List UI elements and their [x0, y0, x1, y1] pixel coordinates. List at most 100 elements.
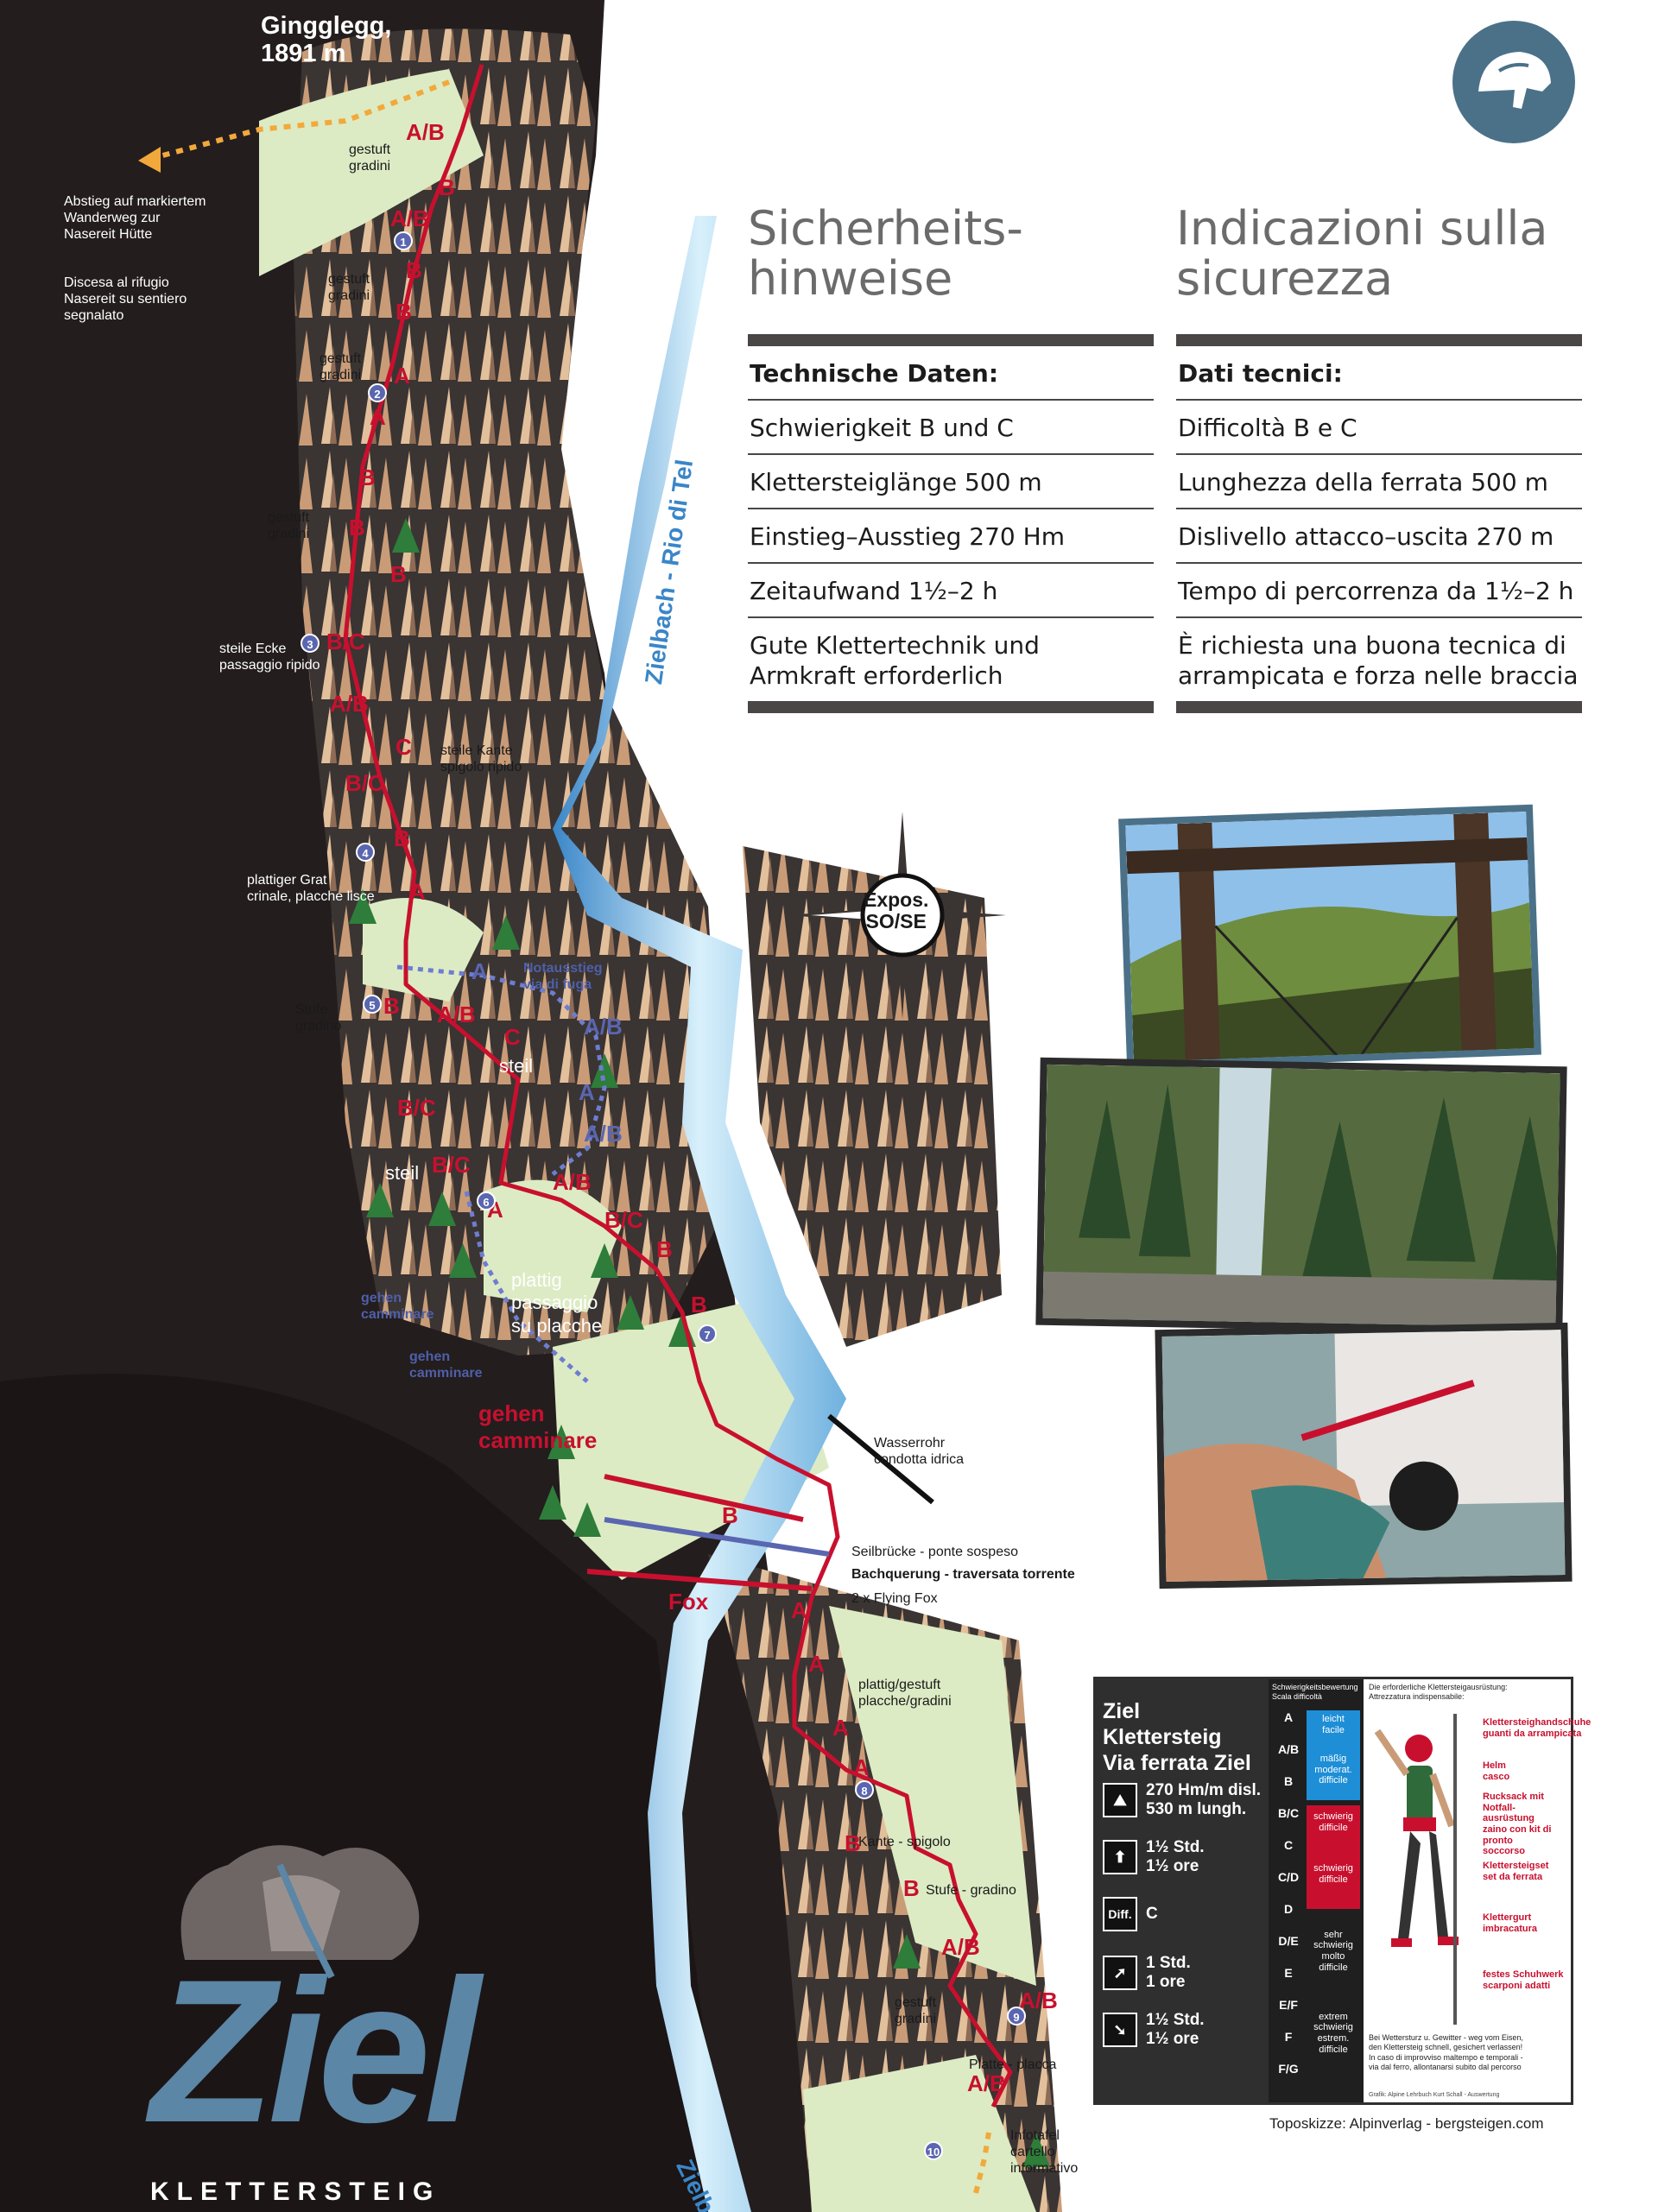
- scale-level: D/E: [1278, 1934, 1299, 1948]
- tree: [428, 1191, 456, 1226]
- label-steil-1: steil: [499, 1055, 534, 1077]
- route-grade: B/C: [432, 1152, 471, 1178]
- label-plattig-gestuft: plattig/gestuft placche/gradini: [858, 1678, 952, 1710]
- label-gehen-red: gehen camminare: [478, 1400, 598, 1454]
- waypoint-marker: 4: [356, 843, 375, 862]
- safety-row-it-4: Tempo di percorrenza da 1½–2 h: [1176, 564, 1582, 618]
- stat-time-approach-text: 1 Std. 1 ore: [1146, 1954, 1191, 1991]
- photo-suspension-bridge: [1118, 804, 1541, 1070]
- scale-level: B: [1283, 1774, 1294, 1788]
- climber-icon: ⬆: [1103, 1839, 1137, 1874]
- meadow-right: [829, 1606, 1036, 1986]
- summit-label: Gingglegg, 1891 m: [261, 12, 392, 68]
- scale-header: Schwierigkeitsbewertung Scala difficoltà: [1272, 1683, 1358, 1701]
- label-flying-fox: 2 x Flying Fox: [851, 1591, 938, 1606]
- label-wasserrohr: Wasserrohr condotta idrica: [874, 1436, 965, 1468]
- descent-path: [146, 79, 451, 162]
- label-stufe-gradino: Stufe - gradino: [926, 1883, 1016, 1898]
- tree: [366, 1183, 394, 1217]
- safety-rule-bottom: [1176, 700, 1582, 713]
- logo-mountain-mark: [180, 1845, 420, 1979]
- route-grade: C: [504, 1024, 521, 1050]
- scale-level: C: [1283, 1838, 1294, 1852]
- safety-rule-top: [1176, 333, 1582, 346]
- stat-time-descent-text: 1½ Std. 1½ ore: [1146, 2011, 1205, 2048]
- route-grade: B/C: [604, 1207, 643, 1233]
- rock-face-right: [743, 846, 1002, 1347]
- scale-band: schwierig difficile: [1307, 1840, 1360, 1909]
- logo-word: Ziel: [150, 1937, 481, 2165]
- safety-row-de-5: Gute Klettertechnik und Armkraft erforde…: [750, 630, 1040, 690]
- suspension-bridges: [586, 1474, 830, 1591]
- safety-row-it-0: Dati tecnici:: [1176, 346, 1582, 401]
- label-gestuft-4: gestuft gradini: [268, 510, 310, 542]
- walk-path: [464, 1191, 589, 1383]
- climber-figure: [1374, 1714, 1459, 2025]
- height-icon: ⛰: [1103, 1782, 1137, 1817]
- label-gehen-1: gehen camminare: [361, 1291, 434, 1323]
- route-grade: A: [808, 1651, 825, 1677]
- safety-rule-bottom: [748, 700, 1154, 713]
- label-fox: Fox: [668, 1589, 709, 1615]
- gear-harness: Klettergurt imbracatura: [1483, 1912, 1537, 1934]
- route-grade: B: [396, 299, 412, 325]
- safety-panel-it: Indicazioni sulla sicurezza Dati tecnici…: [1176, 203, 1582, 713]
- route-grade: A/B: [330, 691, 369, 717]
- gear-via-ferrata-set: Klettersteigset set da ferrata: [1483, 1861, 1549, 1882]
- compass-rose: [799, 812, 1006, 1019]
- safety-row-de-4: Zeitaufwand 1½–2 h: [748, 564, 1154, 618]
- label-plattig: plattig passaggio su placche: [511, 1269, 603, 1337]
- route-grade: B: [383, 993, 400, 1019]
- label-infotafel: Infotafel cartello informativo: [1010, 2128, 1079, 2177]
- route-grade: A/B: [553, 1169, 592, 1195]
- tree: [492, 915, 520, 950]
- descent-label-de: Abstieg auf markiertem Wanderweg zur Nas…: [64, 194, 206, 243]
- safety-row-de-0: Technische Daten:: [748, 346, 1154, 401]
- route-grade: B: [439, 174, 455, 200]
- route-grade: B/C: [326, 629, 365, 654]
- gear-gloves: Klettersteighandschuhe guanti da arrampi…: [1483, 1717, 1592, 1739]
- hiker-icon: ➚: [1103, 1955, 1137, 1990]
- label-bachquerung: Bachquerung - traversata torrente: [851, 1567, 1075, 1582]
- stat-time-descent: ➘ 1½ Std. 1½ ore: [1103, 2011, 1205, 2049]
- tree: [591, 1053, 618, 1088]
- safety-panel-de: Sicherheits- hinweise Technische Daten: …: [748, 203, 1154, 713]
- route-grade: A/B: [437, 1002, 476, 1027]
- route-grade: B: [359, 465, 376, 490]
- route-grade: B: [349, 515, 365, 540]
- escape-grade: A: [471, 958, 488, 984]
- tree: [392, 518, 420, 553]
- stat-height: ⛰ 270 Hm/m disl. 530 m lungh.: [1103, 1781, 1261, 1819]
- weather-warning: Bei Wettersturz u. Gewitter - weg vom Ei…: [1369, 2033, 1523, 2071]
- route-grade: A: [791, 1597, 807, 1623]
- gear-shoes: festes Schuhwerk scarponi adatti: [1483, 1969, 1564, 1991]
- gear-backpack: Rucksack mit Notfall- ausrüstung zaino c…: [1483, 1792, 1552, 1857]
- safety-row-it-5: È richiesta una buona tecnica di arrampi…: [1178, 630, 1579, 690]
- scale-level: D: [1283, 1902, 1294, 1916]
- route-grade: A: [370, 404, 386, 430]
- label-gestuft-5: gestuft gradini: [895, 1995, 937, 2027]
- gear-header: Die erforderliche Klettersteigausrüstung…: [1369, 1683, 1508, 1701]
- scale-level: F: [1284, 2030, 1293, 2044]
- scale-band: schwierig difficile: [1307, 1805, 1360, 1840]
- scale-band: leicht facile: [1307, 1710, 1360, 1740]
- helmet-icon: [1452, 21, 1575, 143]
- meadow-lower: [553, 1295, 829, 1580]
- waypoint-marker: 3: [301, 634, 320, 653]
- rock-face: [294, 28, 725, 1356]
- route-grade: B: [406, 257, 422, 283]
- route-grade: A: [394, 363, 410, 389]
- info-title: Ziel Klettersteig Via ferrata Ziel: [1103, 1699, 1251, 1775]
- meadow-mid-1: [363, 898, 484, 1002]
- tree: [547, 1425, 575, 1459]
- descent-arrowhead: [138, 147, 161, 173]
- route-grade: A: [853, 1754, 870, 1780]
- stat-time-ascent-text: 1½ Std. 1½ ore: [1146, 1838, 1205, 1875]
- scale-level: B/C: [1277, 1806, 1300, 1820]
- label-plattiger-grat: plattiger Grat crinale, placche lisce: [247, 873, 375, 905]
- label-seilbruecke: Seilbrücke - ponte sospeso: [851, 1545, 1018, 1559]
- descent-label-it: Discesa al rifugio Nasereit su sentiero …: [64, 275, 187, 324]
- stat-time-ascent: ⬆ 1½ Std. 1½ ore: [1103, 1838, 1205, 1876]
- tree: [573, 1502, 601, 1537]
